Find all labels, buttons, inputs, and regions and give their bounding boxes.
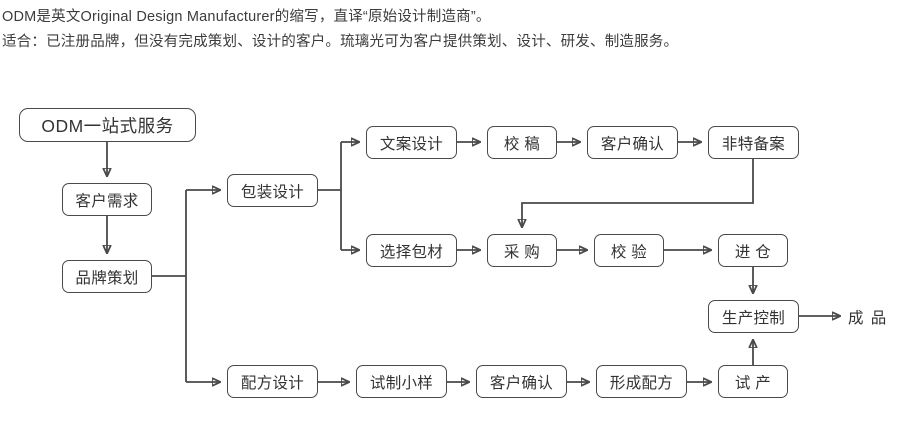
node-non-special-filing[interactable]: 非特备案 <box>708 126 799 159</box>
node-package-design[interactable]: 包装设计 <box>227 174 318 207</box>
node-customer-confirm-top[interactable]: 客户确认 <box>587 126 678 159</box>
node-proofreading[interactable]: 校 稿 <box>487 126 557 159</box>
node-inspection[interactable]: 校 验 <box>594 234 664 267</box>
node-brand-planning[interactable]: 品牌策划 <box>62 260 152 293</box>
node-customer-confirm-bottom[interactable]: 客户确认 <box>476 365 567 398</box>
node-production-control[interactable]: 生产控制 <box>708 300 799 333</box>
node-trial-production[interactable]: 试 产 <box>718 365 788 398</box>
node-warehousing[interactable]: 进 仓 <box>718 234 788 267</box>
node-select-packaging-material[interactable]: 选择包材 <box>366 234 457 267</box>
edge-record-to-purchase <box>522 159 754 227</box>
node-purchase[interactable]: 采 购 <box>487 234 557 267</box>
node-trial-sample[interactable]: 试制小样 <box>356 365 447 398</box>
node-form-formula[interactable]: 形成配方 <box>596 365 687 398</box>
intro-line-1: ODM是英文Original Design Manufacturer的缩写，直译… <box>2 9 491 25</box>
node-customer-demand[interactable]: 客户需求 <box>62 183 152 216</box>
node-copy-design[interactable]: 文案设计 <box>366 126 457 159</box>
label-finished-product: 成 品 <box>848 310 888 327</box>
node-odm-one-stop-service[interactable]: ODM一站式服务 <box>19 108 196 142</box>
node-formula-design[interactable]: 配方设计 <box>227 365 318 398</box>
intro-line-2: 适合：已注册品牌，但没有完成策划、设计的客户。琉璃光可为客户提供策划、设计、研发… <box>2 34 679 50</box>
